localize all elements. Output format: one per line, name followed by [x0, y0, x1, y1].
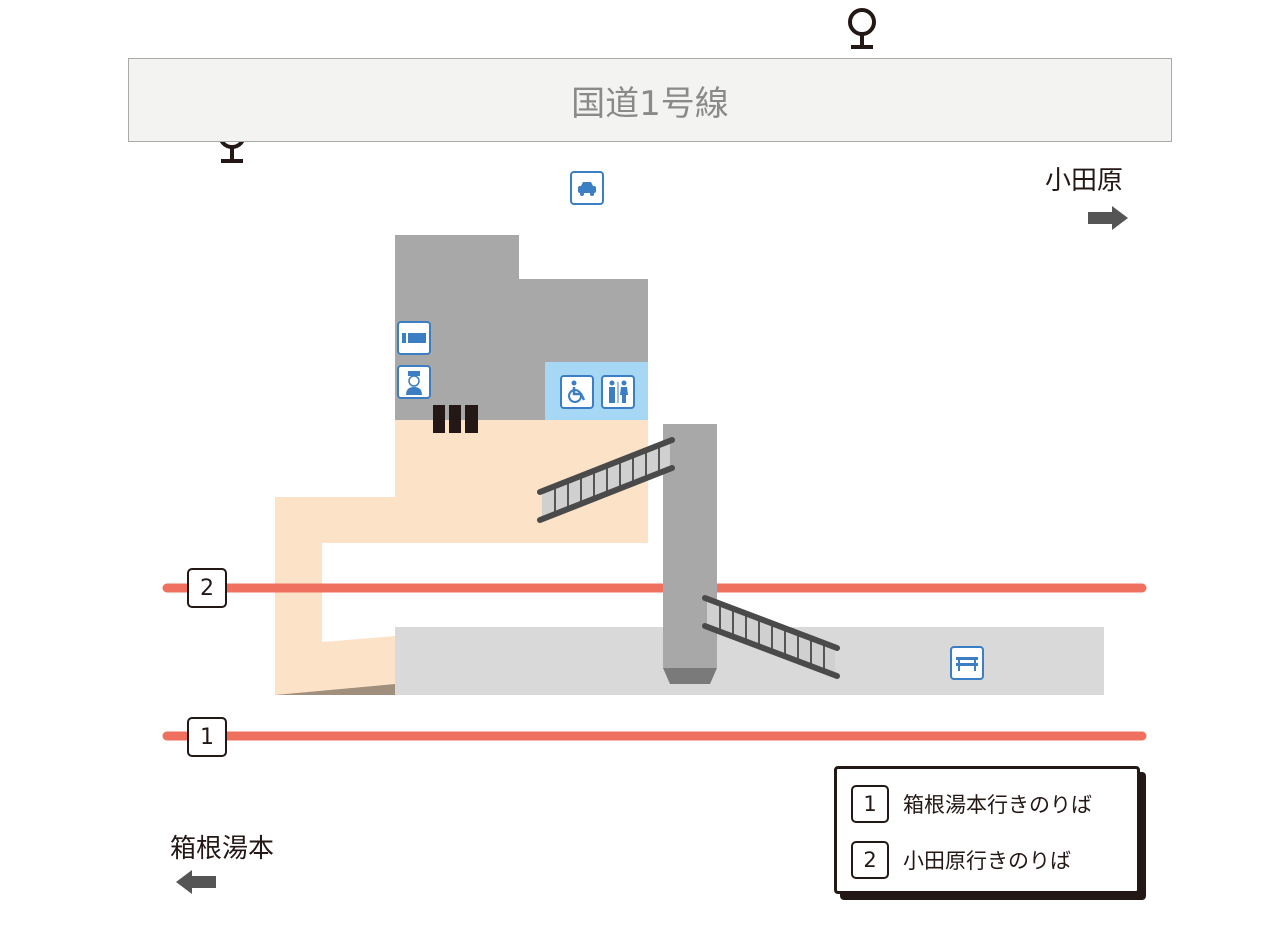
legend-row: 1 箱根湯本行きのりば	[851, 785, 1092, 823]
platform-legend: 1 箱根湯本行きのりば 2 小田原行きのりば	[834, 766, 1140, 894]
road-national-route-1: 国道1号線	[128, 58, 1172, 142]
bus-stop-icon	[848, 8, 876, 49]
arrow-right-icon	[1088, 206, 1128, 230]
stairs-icon	[537, 437, 675, 523]
overpass	[663, 424, 717, 668]
ticket-gate-icon	[433, 405, 478, 433]
overpass-base	[663, 668, 717, 684]
legend-row: 2 小田原行きのりば	[851, 841, 1071, 879]
bench-icon	[950, 646, 984, 680]
direction-hakone-yumoto: 箱根湯本	[170, 834, 275, 864]
stairs-icon	[702, 595, 840, 679]
road-label: 国道1号線	[571, 83, 729, 124]
restroom-icon	[601, 375, 635, 409]
legend-label: 箱根湯本行きのりば	[903, 793, 1092, 817]
legend-number: 2	[851, 841, 889, 879]
arrow-left-icon	[176, 870, 216, 894]
direction-odawara: 小田原	[1045, 166, 1124, 196]
station-staff-icon	[397, 365, 431, 399]
legend-number: 1	[851, 785, 889, 823]
taxi-icon	[570, 171, 604, 205]
track-2-label: 2	[187, 568, 227, 608]
ticket-machine-icon	[397, 321, 431, 355]
ramp-shadow	[275, 684, 395, 695]
legend-label: 小田原行きのりば	[903, 849, 1071, 873]
track-1-label: 1	[187, 717, 227, 757]
wheelchair-icon	[560, 375, 594, 409]
